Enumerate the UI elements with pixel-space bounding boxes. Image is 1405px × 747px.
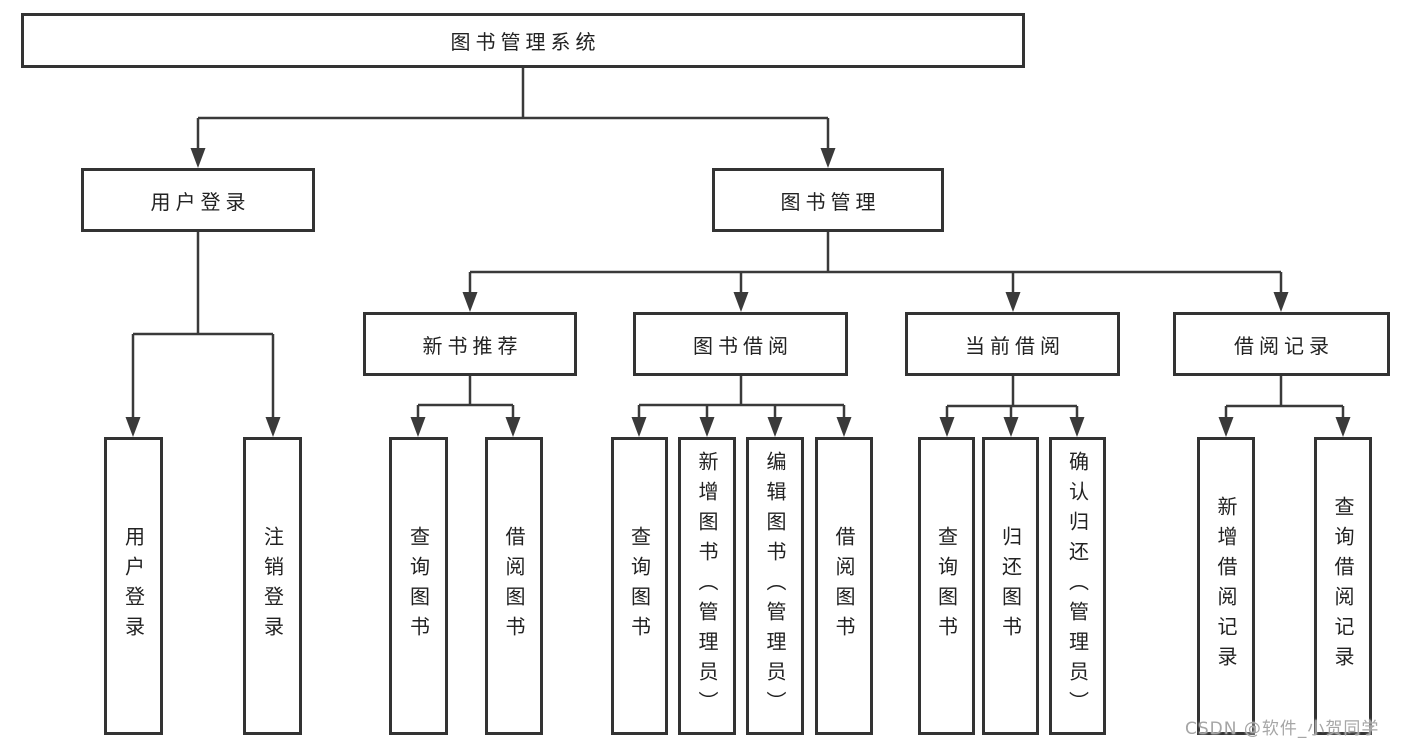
leaf-label: 查询图书 xyxy=(627,526,652,646)
leaf-label: 新增图书（管理员） xyxy=(695,451,719,721)
leaf-confirm-return-admin: 确认归还（管理员） xyxy=(1049,437,1106,735)
node-borrow-record: 借阅记录 xyxy=(1173,312,1390,376)
node-label: 新书推荐 xyxy=(422,333,523,358)
leaf-borrow-books: 借阅图书 xyxy=(815,437,873,735)
connector-book-mgmt-to-level3 xyxy=(468,232,1283,295)
leaf-query-borrow-record: 查询借阅记录 xyxy=(1314,437,1372,735)
leaf-edit-book-admin: 编辑图书（管理员） xyxy=(746,437,804,735)
leaf-borrow-books-newbook: 借阅图书 xyxy=(485,437,543,735)
leaf-query-books-borrow: 查询图书 xyxy=(611,437,668,735)
leaf-query-books-newbook: 查询图书 xyxy=(389,437,448,735)
node-library-management-system: 图书管理系统 xyxy=(21,13,1025,68)
node-user-login: 用户登录 xyxy=(81,168,315,232)
node-label: 图书管理系统 xyxy=(450,30,601,54)
leaf-return-books: 归还图书 xyxy=(982,437,1039,735)
node-label: 图书管理 xyxy=(780,189,881,214)
leaf-label: 用户登录 xyxy=(121,526,146,646)
leaf-label: 新增借阅记录 xyxy=(1214,496,1238,676)
connector-current-borrow-to-leaves xyxy=(945,376,1079,420)
connector-new-book-to-leaves xyxy=(416,376,515,420)
node-book-borrow: 图书借阅 xyxy=(633,312,848,376)
leaf-label: 注销登录 xyxy=(260,526,285,646)
leaf-label: 编辑图书（管理员） xyxy=(763,451,787,721)
node-label: 用户登录 xyxy=(150,189,251,214)
arrowheads-leaves-icon xyxy=(125,417,1351,437)
node-book-management: 图书管理 xyxy=(712,168,944,232)
leaf-label: 确认归还（管理员） xyxy=(1065,451,1090,721)
connector-user-login-to-leaves xyxy=(131,232,275,420)
leaf-label: 查询图书 xyxy=(934,526,959,646)
leaf-label: 查询图书 xyxy=(406,526,431,646)
node-label: 借阅记录 xyxy=(1234,333,1334,358)
node-label: 当前借阅 xyxy=(965,333,1065,358)
node-current-borrow: 当前借阅 xyxy=(905,312,1120,376)
leaf-add-borrow-record: 新增借阅记录 xyxy=(1197,437,1255,735)
arrowheads-level3-icon xyxy=(462,292,1289,312)
arrowheads-level2-icon xyxy=(190,148,836,168)
leaf-user-login: 用户登录 xyxy=(104,437,163,735)
connector-borrow-record-to-leaves xyxy=(1224,376,1345,420)
leaf-query-books-current: 查询图书 xyxy=(918,437,975,735)
leaf-add-book-admin: 新增图书（管理员） xyxy=(678,437,736,735)
leaf-label: 归还图书 xyxy=(998,526,1023,646)
csdn-watermark: CSDN @软件_小贺同学 xyxy=(1185,719,1380,739)
leaf-label: 借阅图书 xyxy=(832,526,856,646)
node-new-book-recommend: 新书推荐 xyxy=(363,312,577,376)
leaf-label: 查询借阅记录 xyxy=(1331,496,1355,676)
connector-book-borrow-to-leaves xyxy=(637,376,846,420)
leaf-logout: 注销登录 xyxy=(243,437,302,735)
node-label: 图书借阅 xyxy=(693,333,793,358)
leaf-label: 借阅图书 xyxy=(502,526,526,646)
connector-root-to-level2 xyxy=(196,68,830,151)
